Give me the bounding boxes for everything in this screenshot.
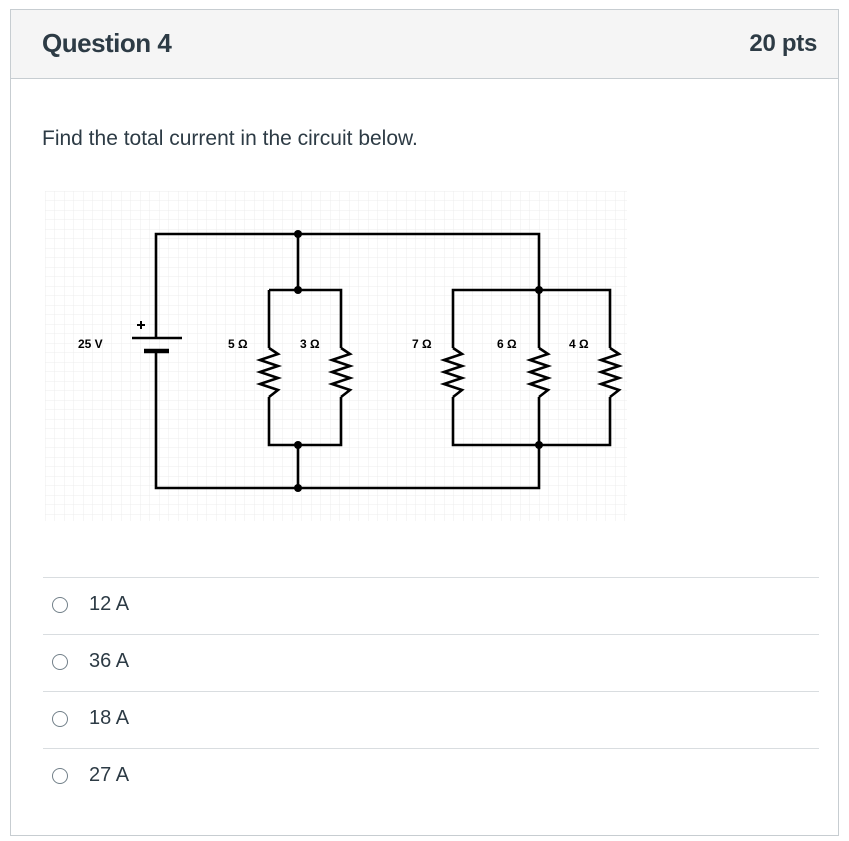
question-points: 20 pts bbox=[749, 30, 817, 57]
answer-option-3[interactable]: 18 A bbox=[43, 691, 819, 748]
grid-background bbox=[45, 191, 627, 521]
radio-button[interactable] bbox=[52, 711, 68, 727]
resistor-4-zigzag bbox=[596, 346, 624, 399]
answer-option-2[interactable]: 36 A bbox=[43, 634, 819, 691]
answer-label: 27 A bbox=[89, 764, 130, 786]
answer-option-1[interactable]: 12 A bbox=[43, 577, 819, 634]
circuit-diagram: 25 V 5 Ω 3 Ω 7 Ω 6 Ω 4 Ω bbox=[45, 191, 627, 521]
answer-list: 12 A 36 A 18 A 27 A bbox=[43, 577, 819, 805]
radio-button[interactable] bbox=[52, 597, 68, 613]
question-text: Find the total current in the circuit be… bbox=[42, 127, 418, 150]
question-header: Question 4 20 pts bbox=[11, 10, 838, 79]
resistor-label-6: 6 Ω bbox=[497, 337, 517, 351]
radio-button[interactable] bbox=[52, 768, 68, 784]
resistor-6-zigzag bbox=[525, 346, 553, 399]
question-title: Question 4 bbox=[42, 28, 172, 58]
battery-symbol bbox=[132, 321, 182, 354]
resistor-label-3: 3 Ω bbox=[300, 337, 320, 351]
question-card: Question 4 20 pts Find the total current… bbox=[10, 9, 839, 836]
answer-option-4[interactable]: 27 A bbox=[43, 748, 819, 805]
radio-button[interactable] bbox=[52, 654, 68, 670]
resistor-label-4: 4 Ω bbox=[569, 337, 589, 351]
resistor-3-zigzag bbox=[327, 346, 355, 399]
resistor-label-7: 7 Ω bbox=[412, 337, 432, 351]
battery-label: 25 V bbox=[78, 337, 103, 351]
answer-label: 12 A bbox=[89, 593, 130, 615]
answer-label: 36 A bbox=[89, 650, 130, 672]
circuit-wires bbox=[154, 232, 624, 490]
resistor-7-zigzag bbox=[439, 346, 467, 399]
resistor-label-5: 5 Ω bbox=[228, 337, 248, 351]
junction-dots bbox=[294, 230, 543, 492]
resistor-5-zigzag bbox=[255, 346, 283, 399]
answer-label: 18 A bbox=[89, 707, 130, 729]
